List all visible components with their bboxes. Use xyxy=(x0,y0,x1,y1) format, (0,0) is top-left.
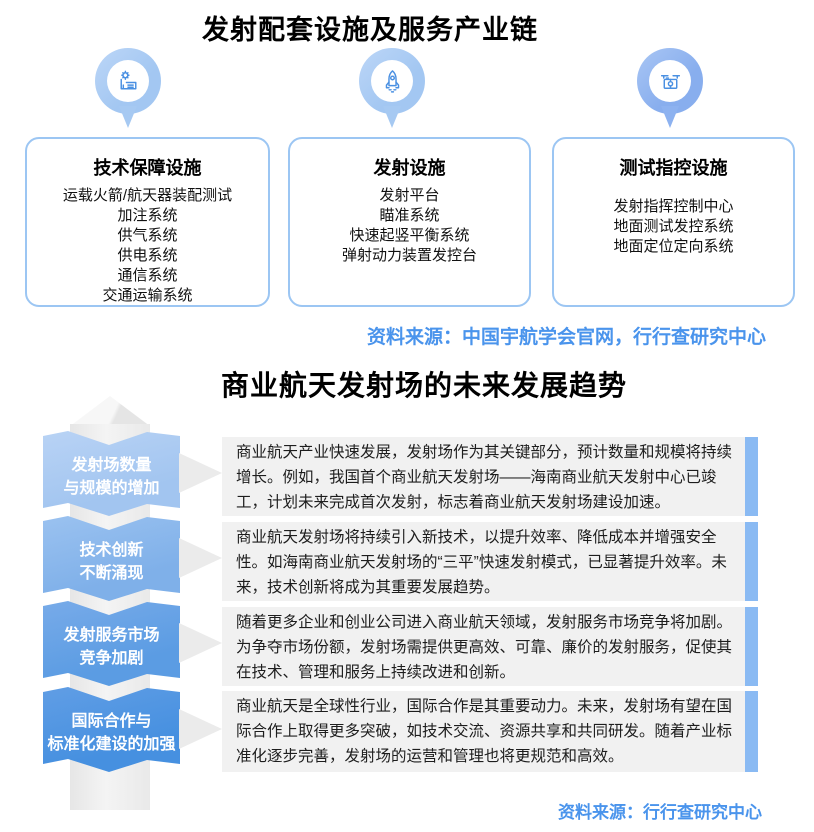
facility-box-title: 技术保障设施 xyxy=(93,158,202,178)
facility-item: 发射指挥控制中心 xyxy=(613,198,734,215)
banner-ribbon xyxy=(43,687,180,772)
pin-marker-1 xyxy=(95,48,161,134)
banner-label-line: 发射服务市场 xyxy=(63,626,160,644)
banner-label-line: 技术创新 xyxy=(79,541,144,559)
banner-ribbon xyxy=(43,431,180,516)
facility-box-title: 测试指控设施 xyxy=(619,158,728,178)
section2-title: 商业航天发射场的未来发展趋势 xyxy=(220,370,627,401)
right-arrow-icon xyxy=(179,453,222,493)
facility-box-test-command: 测试指控设施 发射指挥控制中心 地面测试发控系统 地面定位定向系统 xyxy=(552,137,795,307)
facility-item: 运载火箭/航天器装配测试 xyxy=(62,187,233,204)
pin-inner-circle xyxy=(107,60,149,102)
trend-banner-label: 发射服务市场 竞争加剧 xyxy=(43,601,180,686)
facility-item: 瞄准系统 xyxy=(379,207,440,224)
right-arrow-icon xyxy=(179,538,222,578)
trend-text-block-4: 商业航天是全球性行业，国际合作是其重要动力。未来，发射场有望在国际合作上取得更多… xyxy=(222,691,758,772)
facility-item: 地面定位定向系统 xyxy=(613,238,734,255)
facility-item: 快速起竖平衡系统 xyxy=(349,227,470,244)
facility-item: 弹射动力装置发控台 xyxy=(341,247,477,264)
facility-item: 地面测试发控系统 xyxy=(613,218,734,235)
facility-box-items: 发射平台 瞄准系统 快速起竖平衡系统 弹射动力装置发控台 xyxy=(290,186,529,266)
facility-box-technical-support: 技术保障设施 运载火箭/航天器装配测试 加注系统 供气系统 供电系统 通信系统 … xyxy=(25,137,270,307)
right-arrow-icon xyxy=(179,623,222,663)
trend-text-block-2: 商业航天发射场将持续引入新技术，以提升效率、降低成本并增强安全性。如海南商业航天… xyxy=(222,522,758,601)
section1-source: 资料来源：中国宇航学会官网，行行查研究中心 xyxy=(366,327,766,348)
trend-text: 商业航天是全球性行业，国际合作是其重要动力。未来，发射场有望在国际合作上取得更多… xyxy=(236,698,733,765)
banner-label-line: 与规模的增加 xyxy=(63,479,160,497)
banner-label-line: 不断涌现 xyxy=(79,564,144,582)
banner-ribbon xyxy=(43,516,180,601)
trend-banner-2: 技术创新 不断涌现 xyxy=(43,516,180,601)
facility-box-title: 发射设施 xyxy=(373,158,446,178)
pin-marker-2 xyxy=(359,48,425,134)
facility-box-items: 发射指挥控制中心 地面测试发控系统 地面定位定向系统 xyxy=(554,197,793,257)
assembly-test-icon xyxy=(120,70,136,89)
trend-banner-1: 发射场数量 与规模的增加 xyxy=(43,431,180,516)
facility-box-items: 运载火箭/航天器装配测试 加注系统 供气系统 供电系统 通信系统 交通运输系统 xyxy=(27,186,268,306)
section2-source: 资料来源：行行查研究中心 xyxy=(558,803,762,822)
pin-tail xyxy=(661,106,679,128)
section1-title: 发射配套设施及服务产业链 xyxy=(202,15,538,45)
trend-text-block-1: 商业航天产业快速发展，发射场作为其关键部分，预计数量和规模将持续增长。例如，我国… xyxy=(222,437,758,516)
rocket-icon xyxy=(385,69,399,93)
command-console-icon xyxy=(660,74,680,89)
pin-inner-circle xyxy=(371,60,413,102)
pin-marker-3 xyxy=(637,48,703,134)
banner-ribbon xyxy=(43,601,180,686)
trend-banner-label: 技术创新 不断涌现 xyxy=(43,516,180,601)
banner-label-line: 国际合作与 xyxy=(71,712,152,730)
facility-item: 加注系统 xyxy=(117,207,178,224)
facility-item: 交通运输系统 xyxy=(102,287,193,304)
trend-text: 商业航天发射场将持续引入新技术，以提升效率、降低成本并增强安全性。如海南商业航天… xyxy=(236,529,727,596)
pin-tail xyxy=(119,106,137,128)
trend-banner-label: 国际合作与 标准化建设的加强 xyxy=(43,687,180,772)
banner-label-line: 竞争加剧 xyxy=(79,649,144,667)
facility-item: 通信系统 xyxy=(117,267,178,284)
facility-item: 发射平台 xyxy=(379,187,440,204)
facility-item: 供气系统 xyxy=(117,227,178,244)
trend-text: 随着更多企业和创业公司进入商业航天领域，发射服务市场竞争将加剧。为争夺市场份额，… xyxy=(236,614,733,681)
facility-item: 供电系统 xyxy=(117,247,178,264)
trend-banner-4: 国际合作与 标准化建设的加强 xyxy=(43,687,180,772)
trend-text-block-3: 随着更多企业和创业公司进入商业航天领域，发射服务市场竞争将加剧。为争夺市场份额，… xyxy=(222,607,758,686)
trend-banner-3: 发射服务市场 竞争加剧 xyxy=(43,601,180,686)
banner-label-line: 发射场数量 xyxy=(71,456,152,474)
facility-box-launch: 发射设施 发射平台 瞄准系统 快速起竖平衡系统 弹射动力装置发控台 xyxy=(288,137,531,307)
pin-tail xyxy=(383,106,401,128)
right-arrow-icon xyxy=(179,709,222,749)
trend-banner-label: 发射场数量 与规模的增加 xyxy=(43,431,180,516)
pin-inner-circle xyxy=(649,60,691,102)
banner-label-line: 标准化建设的加强 xyxy=(47,735,176,753)
trend-text: 商业航天产业快速发展，发射场作为其关键部分，预计数量和规模将持续增长。例如，我国… xyxy=(236,444,733,511)
